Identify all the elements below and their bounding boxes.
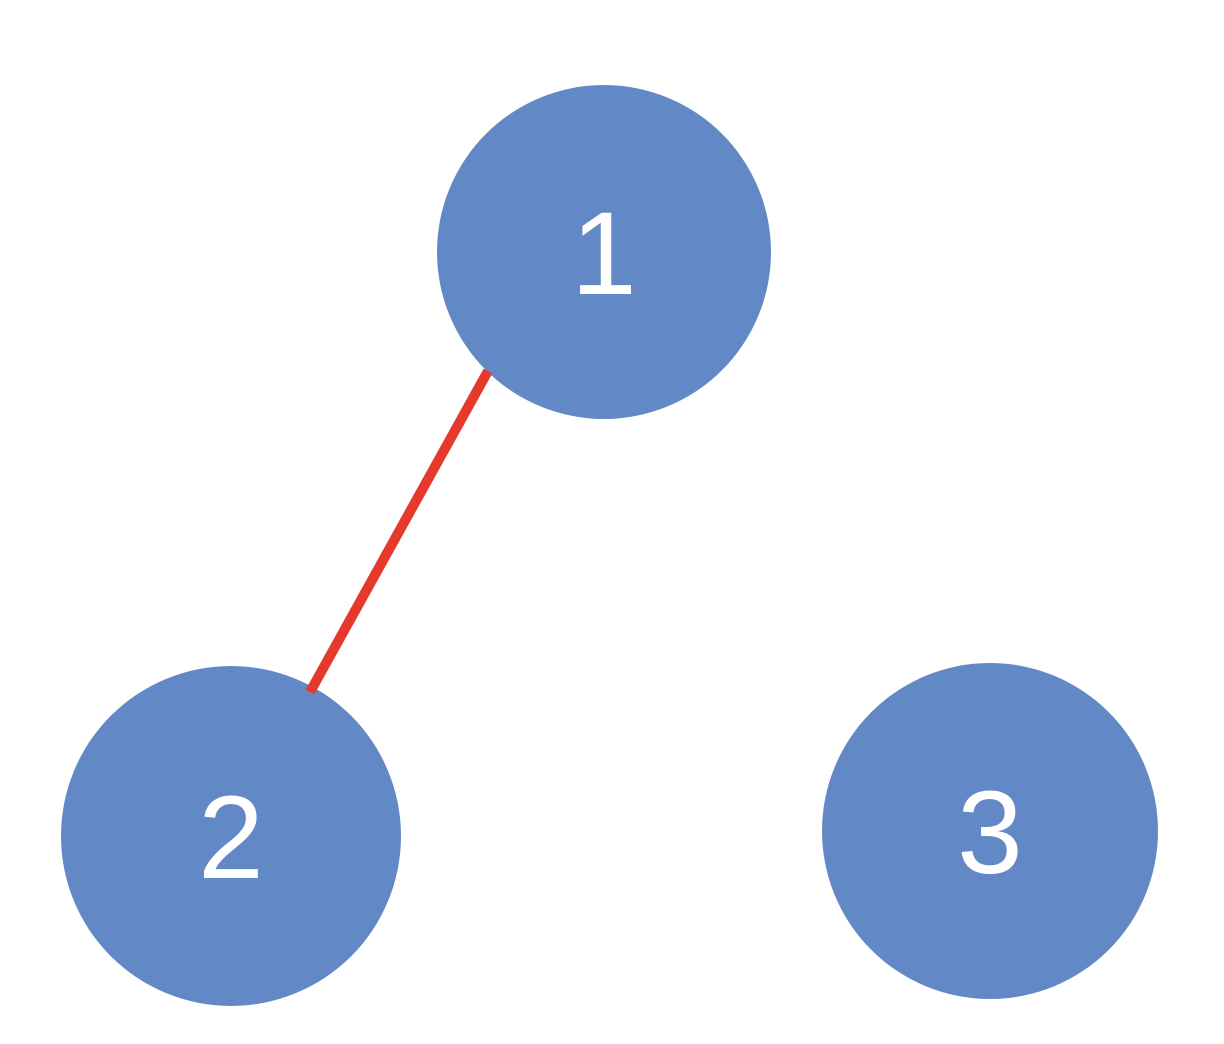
node-1[interactable]: 1	[437, 85, 771, 419]
edges-layer	[305, 368, 493, 695]
node-label-2: 2	[198, 772, 264, 904]
node-circle-3[interactable]	[822, 663, 1158, 999]
node-circle-1[interactable]	[437, 85, 771, 419]
node-circle-2[interactable]	[61, 666, 401, 1006]
edge-1-2[interactable]	[305, 368, 493, 695]
node-2[interactable]: 2	[61, 666, 401, 1006]
node-3[interactable]: 3	[822, 663, 1158, 999]
node-label-3: 3	[957, 767, 1023, 899]
nodes-layer: 1 2 3	[61, 85, 1158, 1006]
node-label-1: 1	[571, 188, 637, 320]
